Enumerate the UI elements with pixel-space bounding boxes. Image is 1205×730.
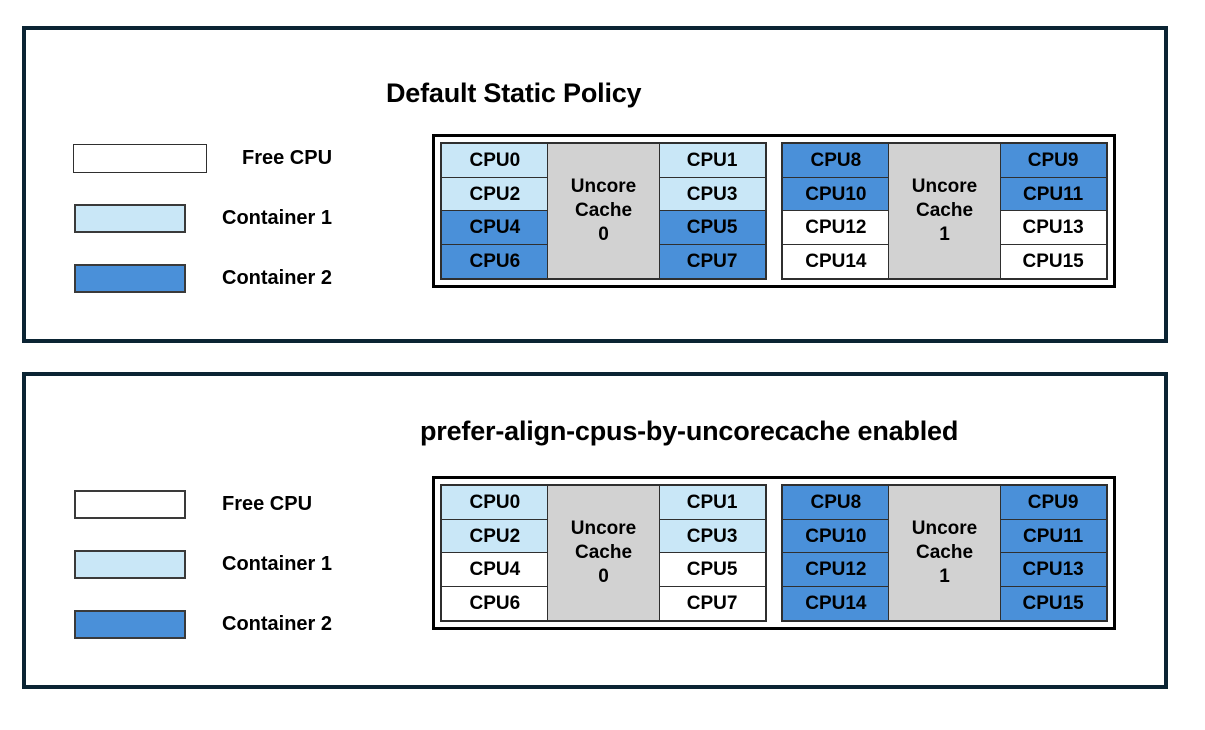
cpu-column-right: CPU9 CPU11 CPU13 CPU15 (999, 485, 1107, 621)
legend-item-container-1: Container 1 (74, 188, 332, 248)
uncore-cache-index: 1 (939, 223, 950, 245)
uncore-cache-label-0: Uncore Cache 0 (546, 485, 661, 621)
uncore-cache-label-1: Uncore Cache 1 (887, 143, 1002, 279)
uncore-cache-group-0: CPU0 CPU2 CPU4 CPU6 Uncore Cache 0 CPU1 … (440, 142, 767, 280)
cpu-cell: CPU9 (999, 485, 1107, 521)
legend-swatch-container-2 (74, 609, 186, 639)
legend-label-container-2: Container 2 (222, 612, 333, 635)
legend-swatch-container-1 (74, 203, 186, 233)
cpu-cell: CPU1 (658, 143, 766, 179)
cpu-cell: CPU4 (441, 552, 549, 588)
uncore-cache-group-1: CPU8 CPU10 CPU12 CPU14 Uncore Cache 1 CP… (781, 484, 1108, 622)
legend-swatch-container-2 (74, 263, 186, 293)
cpu-cell: CPU2 (441, 518, 549, 554)
cpu-cell: CPU6 (441, 585, 549, 621)
cpu-cell: CPU7 (658, 585, 766, 621)
cpu-cell: CPU1 (658, 485, 766, 521)
uncore-cache-line-2: Cache (915, 542, 974, 564)
cpu-cell: CPU10 (782, 518, 890, 554)
uncore-cache-line-2: Cache (574, 200, 633, 222)
cpu-cell: CPU12 (782, 552, 890, 588)
page-title: Default Static Policy (386, 78, 642, 108)
legend-label-container-1: Container 1 (222, 552, 333, 575)
cpu-cell: CPU11 (999, 176, 1107, 212)
cpu-cell: CPU15 (999, 243, 1107, 279)
cpu-cell: CPU10 (782, 176, 890, 212)
panel-default-static-policy: Default Static Policy Free CPU Container… (22, 26, 1168, 343)
cpu-cell: CPU13 (999, 210, 1107, 246)
uncore-cache-line-2: Cache (915, 200, 974, 222)
cpu-cell: CPU5 (658, 552, 766, 588)
uncore-cache-line-1: Uncore (570, 518, 637, 540)
cpu-cell: CPU6 (441, 243, 549, 279)
uncore-cache-index: 0 (598, 223, 609, 245)
cpu-cell: CPU15 (999, 585, 1107, 621)
legend-swatch-container-1 (74, 549, 186, 579)
cpu-cell: CPU5 (658, 210, 766, 246)
legend-item-free-cpu: Free CPU (74, 474, 332, 534)
cpu-column-right: CPU1 CPU3 CPU5 CPU7 (658, 485, 766, 621)
cpu-cell: CPU9 (999, 143, 1107, 179)
legend-label-container-2: Container 2 (222, 266, 333, 289)
cpu-column-right: CPU1 CPU3 CPU5 CPU7 (658, 143, 766, 279)
page-title: prefer-align-cpus-by-uncorecache enabled (420, 416, 959, 446)
cpu-topology-diagram: CPU0 CPU2 CPU4 CPU6 Uncore Cache 0 CPU1 … (432, 476, 1116, 630)
cpu-cell: CPU3 (658, 176, 766, 212)
uncore-cache-index: 0 (598, 565, 609, 587)
uncore-cache-group-0: CPU0 CPU2 CPU4 CPU6 Uncore Cache 0 CPU1 … (440, 484, 767, 622)
legend-prefer-align-cpus-by-uncorecache: Free CPU Container 1 Container 2 (74, 474, 332, 654)
uncore-cache-line-2: Cache (574, 542, 633, 564)
panel-prefer-align-cpus-by-uncorecache: prefer-align-cpus-by-uncorecache enabled… (22, 372, 1168, 689)
legend-label-free-cpu: Free CPU (242, 146, 333, 169)
legend-label-container-1: Container 1 (222, 206, 333, 229)
legend-item-free-cpu: Free CPU (73, 128, 333, 188)
cpu-column-left: CPU0 CPU2 CPU4 CPU6 (441, 485, 549, 621)
cpu-cell: CPU4 (441, 210, 549, 246)
legend-item-container-2: Container 2 (74, 248, 332, 308)
cpu-cell: CPU7 (658, 243, 766, 279)
uncore-cache-index: 1 (939, 565, 950, 587)
cpu-cell: CPU14 (782, 243, 890, 279)
uncore-cache-line-1: Uncore (911, 176, 978, 198)
uncore-cache-line-1: Uncore (570, 176, 637, 198)
cpu-cell: CPU2 (441, 176, 549, 212)
legend-item-container-2: Container 2 (74, 594, 332, 654)
cpu-cell: CPU11 (999, 518, 1107, 554)
cpu-cell: CPU0 (441, 485, 549, 521)
legend-label-free-cpu: Free CPU (222, 492, 313, 515)
cpu-column-left: CPU8 CPU10 CPU12 CPU14 (782, 143, 890, 279)
cpu-cell: CPU14 (782, 585, 890, 621)
uncore-cache-group-1: CPU8 CPU10 CPU12 CPU14 Uncore Cache 1 CP… (781, 142, 1108, 280)
cpu-topology-diagram: CPU0 CPU2 CPU4 CPU6 Uncore Cache 0 CPU1 … (432, 134, 1116, 288)
legend-swatch-free-cpu (74, 489, 186, 519)
uncore-cache-line-1: Uncore (911, 518, 978, 540)
cpu-cell: CPU13 (999, 552, 1107, 588)
legend-default-static-policy: Free CPU Container 1 Container 2 (73, 128, 333, 308)
legend-swatch-free-cpu (73, 143, 207, 173)
cpu-cell: CPU0 (441, 143, 549, 179)
legend-item-container-1: Container 1 (74, 534, 332, 594)
uncore-cache-label-1: Uncore Cache 1 (887, 485, 1002, 621)
cpu-cell: CPU12 (782, 210, 890, 246)
uncore-cache-label-0: Uncore Cache 0 (546, 143, 661, 279)
cpu-cell: CPU8 (782, 143, 890, 179)
cpu-column-left: CPU8 CPU10 CPU12 CPU14 (782, 485, 890, 621)
cpu-cell: CPU8 (782, 485, 890, 521)
cpu-column-right: CPU9 CPU11 CPU13 CPU15 (999, 143, 1107, 279)
cpu-column-left: CPU0 CPU2 CPU4 CPU6 (441, 143, 549, 279)
cpu-cell: CPU3 (658, 518, 766, 554)
